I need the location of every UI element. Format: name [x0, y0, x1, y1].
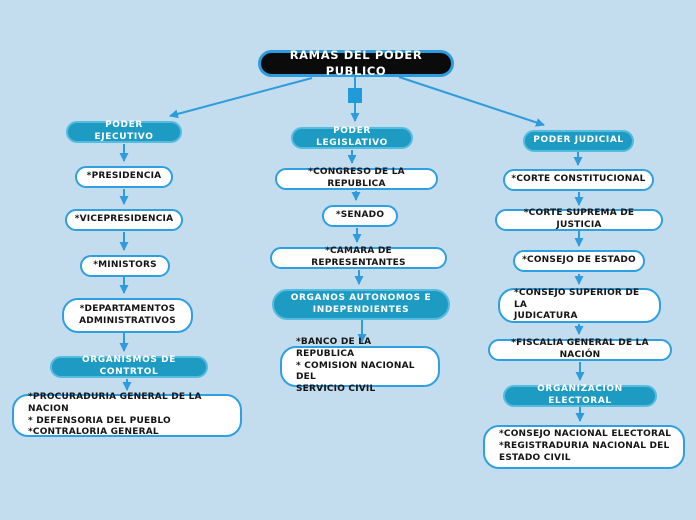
node-consejo-de-estado[interactable]: *CONSEJO DE ESTADO — [513, 250, 645, 272]
node-camara-representantes[interactable]: *CAMARA DE REPRESENTANTES — [270, 246, 447, 269]
node-presidencia[interactable]: *PRESIDENCIA — [75, 166, 173, 188]
node-corte-constitucional[interactable]: *CORTE CONSTITUCIONAL — [503, 169, 654, 191]
node-poder-ejecutivo[interactable]: PODER EJECUTIVO — [66, 120, 182, 143]
node-electoral-entidades[interactable]: *CONSEJO NACIONAL ELECTORAL *REGISTRADUR… — [483, 425, 685, 469]
node-root[interactable]: RAMAS DEL PODER PUBLICO — [258, 48, 454, 78]
node-corte-suprema-justicia[interactable]: *CORTE SUPREMA DE JUSTICIA — [495, 208, 663, 231]
node-poder-judicial[interactable]: PODER JUDICIAL — [523, 130, 634, 152]
node-organismos-de-control[interactable]: ORGANISMOS DE CONTRTOL — [50, 355, 208, 378]
node-banco-comision[interactable]: *BANCO DE LA REPUBLICA * COMISION NACION… — [280, 337, 440, 394]
connector-root-judicial — [398, 76, 545, 127]
node-organizacion-electoral[interactable]: ORGANIZACION ELECTORAL — [503, 384, 657, 407]
node-poder-legislativo[interactable]: PODER LEGISLATIVO — [291, 126, 413, 149]
node-vicepresidencia[interactable]: *VICEPRESIDENCIA — [65, 209, 183, 231]
root-connector-handle[interactable] — [348, 88, 362, 103]
node-organos-autonomos[interactable]: ORGANOS AUTONOMOS E INDEPENDIENTES — [272, 289, 450, 320]
node-fiscalia-general[interactable]: *FISCALIA GENERAL DE LA NACIÓN — [488, 338, 672, 361]
node-organismos-control-entidades[interactable]: *PROCURADURIA GENERAL DE LA NACION * DEF… — [12, 392, 242, 437]
node-ministros[interactable]: *MINISTORS — [80, 255, 170, 277]
connector-root-ejecutivo — [169, 77, 313, 119]
node-congreso-republica[interactable]: *CONGRESO DE LA REPUBLICA — [275, 167, 438, 190]
node-senado[interactable]: *SENADO — [322, 205, 398, 227]
node-departamentos-administrativos[interactable]: *DEPARTAMENTOS ADMINISTRATIVOS — [62, 298, 193, 333]
node-consejo-superior-judicatura[interactable]: *CONSEJO SUPERIOR DE LA JUDICATURA — [498, 288, 661, 323]
